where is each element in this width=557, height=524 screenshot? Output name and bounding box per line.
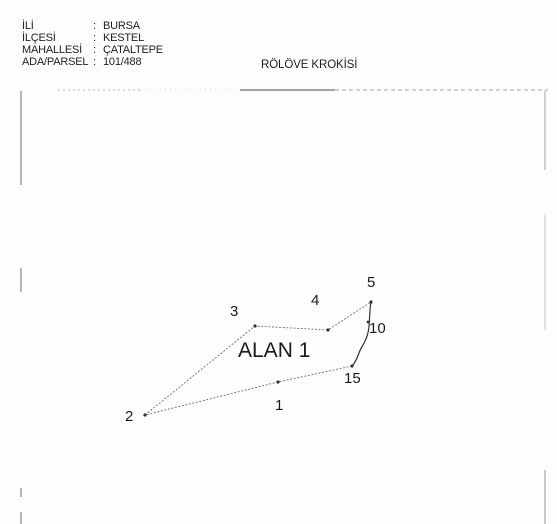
info-label-province: İLİ xyxy=(22,20,34,32)
parcel-info-block: İLİ : BURSA İLÇESİ : KESTEL MAHALLESİ : … xyxy=(22,20,163,68)
area-label: ALAN 1 xyxy=(238,339,311,362)
point-label-5: 5 xyxy=(367,274,376,291)
info-separator: : xyxy=(93,44,96,56)
parcel-boundary-east xyxy=(351,301,372,367)
info-label-district: İLÇESİ xyxy=(22,32,56,44)
point-label-1: 1 xyxy=(275,397,284,414)
info-value-block-parcel: 101/488 xyxy=(103,56,142,68)
point-label-10: 10 xyxy=(369,320,386,337)
info-value-district: KESTEL xyxy=(103,32,144,44)
survey-point-2 xyxy=(143,413,147,417)
info-separator: : xyxy=(93,32,96,44)
info-separator: : xyxy=(93,56,96,68)
parcel-boundary-south xyxy=(144,365,353,416)
survey-point-3 xyxy=(253,324,257,328)
survey-point-15 xyxy=(350,364,354,368)
survey-point-4 xyxy=(326,328,330,332)
info-row-block-parcel: ADA/PARSEL : 101/488 xyxy=(22,56,163,68)
document-title: RÖLÖVE KROKİSİ xyxy=(261,59,358,71)
point-label-2: 2 xyxy=(125,408,134,425)
point-label-4: 4 xyxy=(311,292,320,309)
info-row-province: İLİ : BURSA xyxy=(22,20,163,32)
info-separator: : xyxy=(93,20,96,32)
point-label-3: 3 xyxy=(230,303,239,320)
point-label-15: 15 xyxy=(344,370,361,387)
survey-point-1 xyxy=(276,380,280,384)
survey-point-5 xyxy=(369,300,373,304)
parcel-boundary-north xyxy=(144,301,372,416)
info-row-neighborhood: MAHALLESİ : ÇATALTEPE xyxy=(22,44,163,56)
info-row-district: İLÇESİ : KESTEL xyxy=(22,32,163,44)
info-value-province: BURSA xyxy=(103,20,140,32)
info-value-neighborhood: ÇATALTEPE xyxy=(103,44,163,56)
info-label-neighborhood: MAHALLESİ xyxy=(22,44,82,56)
survey-point-10 xyxy=(366,320,370,324)
info-label-block-parcel: ADA/PARSEL xyxy=(22,56,89,68)
